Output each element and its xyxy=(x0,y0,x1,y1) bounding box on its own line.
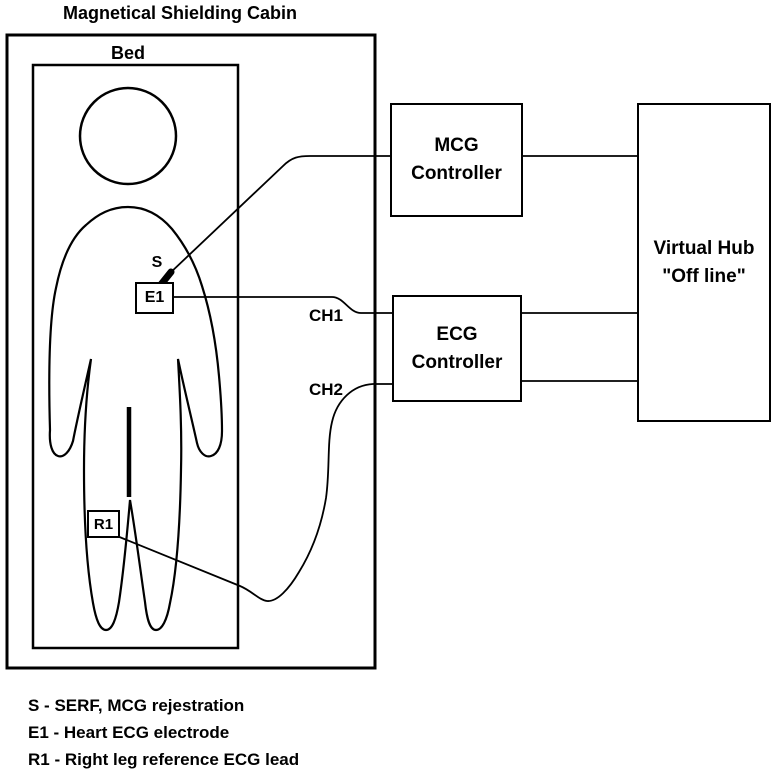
cable-e1-to-ecg-ch1 xyxy=(174,296,392,314)
ecg-controller-box: ECG Controller xyxy=(392,295,522,402)
mcg-controller-box: MCG Controller xyxy=(390,103,523,217)
legend-item-r1: R1 - Right leg reference ECG lead xyxy=(28,750,300,769)
cable-sensor-to-mcg xyxy=(168,155,390,275)
legend: S - SERF, MCG rejestration E1 - Heart EC… xyxy=(28,692,299,773)
e1-electrode-box: E1 xyxy=(135,282,174,314)
legend-item-serf: S - SERF, MCG rejestration xyxy=(28,696,245,715)
virtual-hub-box: Virtual Hub "Off line" xyxy=(637,103,771,422)
patient-body xyxy=(48,205,224,632)
r1-lead-box: R1 xyxy=(87,510,120,538)
e1-electrode-label: E1 xyxy=(144,289,165,306)
ecg-controller-label-line1: ECG xyxy=(436,323,478,345)
patient-head xyxy=(78,86,178,186)
r1-lead-label: R1 xyxy=(93,515,114,533)
channel1-label: CH1 xyxy=(308,306,343,325)
mcg-controller-label-line1: MCG xyxy=(434,135,479,156)
diagram-title: Magnetical Shielding Cabin xyxy=(62,3,298,23)
channel2-label: CH2 xyxy=(308,380,343,399)
mcg-controller-label-line2: Controller xyxy=(411,163,502,184)
bed-outline xyxy=(31,63,240,650)
virtual-hub-label-line1: Virtual Hub xyxy=(653,237,755,259)
serf-sensor-label: S xyxy=(151,254,163,271)
virtual-hub-label-line2: "Off line" xyxy=(662,265,746,287)
bed-label: Bed xyxy=(110,43,145,63)
ecg-controller-label-line2: Controller xyxy=(411,351,503,373)
cable-r1-to-ecg-ch2 xyxy=(116,383,392,602)
shielding-cabin-outline xyxy=(5,33,377,670)
legend-item-e1: E1 - Heart ECG electrode xyxy=(28,723,230,742)
